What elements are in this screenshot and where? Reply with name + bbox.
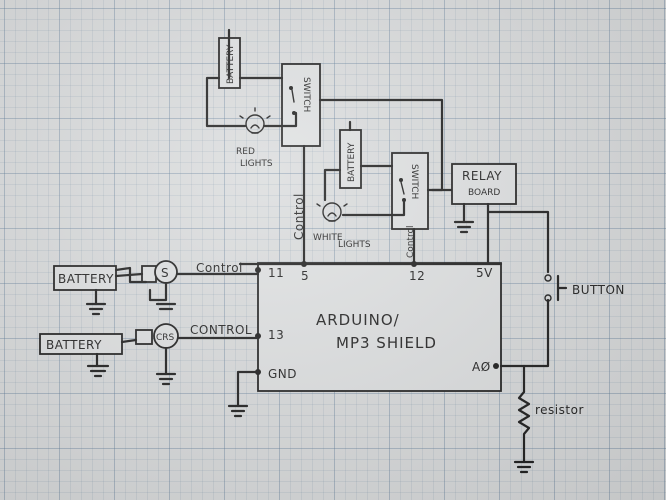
pin-a0-label: AØ [472, 360, 491, 374]
battery-top-label: BATTERY [226, 44, 236, 84]
battery-left-2: BATTERY [39, 333, 123, 355]
white-lights-bulb: WHITE LIGHTS [313, 202, 371, 250]
relay-board: RELAY BOARD [451, 163, 517, 205]
wires-sensor-crs [86, 336, 260, 386]
sensor-s-label: S [161, 266, 169, 280]
battery-middle: BATTERY [339, 129, 362, 189]
pin-a0-dot [493, 363, 499, 369]
pin-11-label: 11 [268, 266, 284, 280]
switch-top-label: SWITCH [301, 77, 311, 112]
switch-middle-label: SWITCH [409, 164, 419, 199]
pin-5-label: 5 [301, 269, 309, 283]
battery-left-1: BATTERY [53, 265, 117, 291]
battery-middle-label: BATTERY [347, 142, 357, 182]
relay-board-label-1: RELAY [462, 169, 502, 183]
white-lights-label-2: LIGHTS [338, 240, 371, 250]
pin-11-dot [255, 267, 261, 273]
pin-gnd-label: GND [268, 367, 297, 381]
wires-sensor-s [85, 266, 260, 316]
arduino-label-2: MP3 SHIELD [336, 334, 437, 352]
button-switch [544, 274, 568, 302]
white-lights-label-1: WHITE [313, 233, 343, 243]
red-lights-label-2: LIGHTS [240, 159, 273, 169]
pin-5v-label: 5V [476, 266, 493, 280]
arduino-label-1: ARDUINO/ [316, 311, 400, 329]
pin-13-label: 13 [268, 328, 284, 342]
control-label-vertical-1: Control [292, 193, 306, 240]
wires-middle [323, 120, 454, 264]
button-label: BUTTON [572, 283, 625, 297]
red-lights-bulb: RED LIGHTS [236, 107, 273, 169]
sensor-crs-label: CRS [156, 333, 175, 343]
battery-left-2-label: BATTERY [46, 338, 102, 352]
battery-left-1-label: BATTERY [58, 272, 114, 286]
relay-board-label-2: BOARD [468, 188, 500, 198]
switch-middle: SWITCH [391, 152, 429, 230]
control-label-2: CONTROL [190, 323, 252, 337]
sensor-crs: CRS [135, 323, 179, 349]
arduino-board: ARDUINO/ MP3 SHIELD [257, 262, 502, 392]
red-lights-label-1: RED [236, 147, 255, 157]
switch-top: SWITCH [281, 63, 321, 147]
wires-arduino [227, 262, 550, 474]
control-label-1: Control [196, 261, 243, 275]
resistor-label: resistor [535, 403, 584, 417]
pin-12-label: 12 [409, 269, 425, 283]
control-label-vertical-2: Control [406, 225, 416, 258]
wires-relay [453, 202, 550, 274]
sensor-s: S [141, 260, 178, 284]
